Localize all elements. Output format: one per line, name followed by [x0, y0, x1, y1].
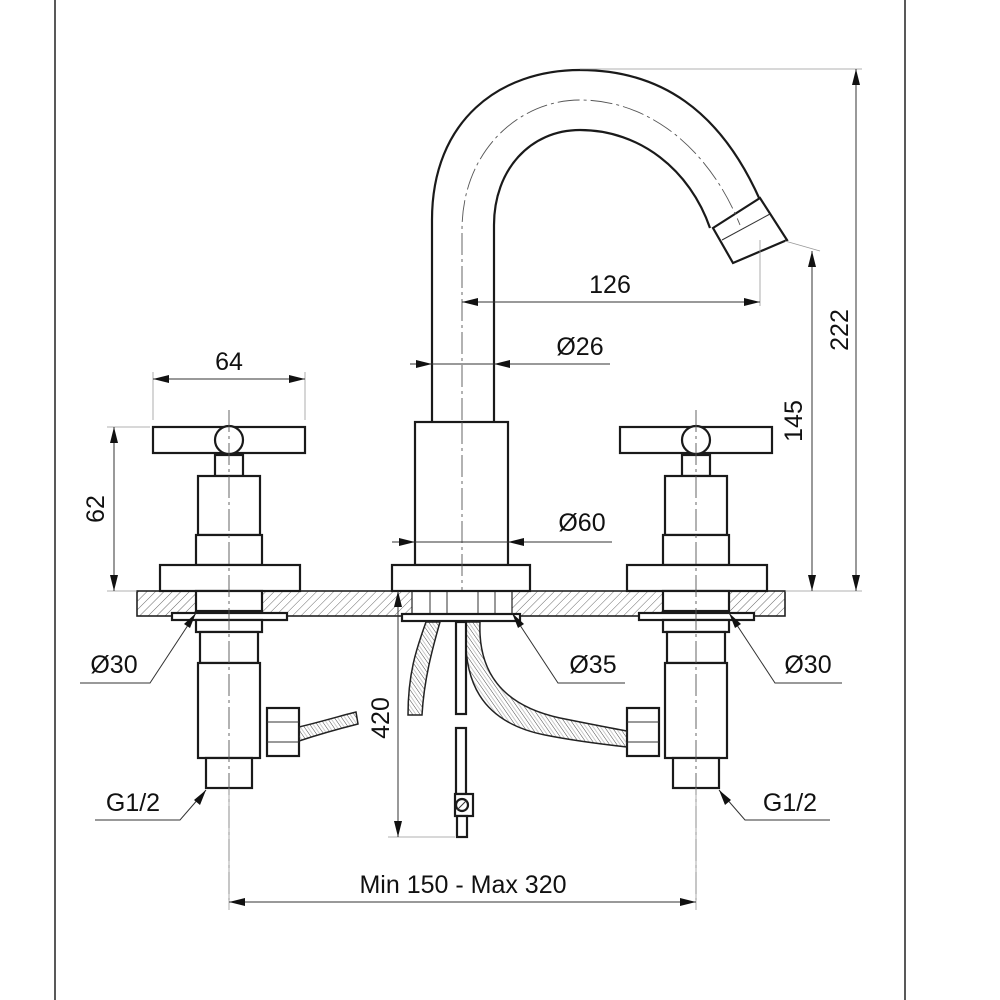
left-valve	[151, 410, 359, 900]
dim-62-label: 62	[82, 495, 110, 523]
leader-left-g12: G1/2	[95, 789, 207, 821]
dim-145: 145	[780, 251, 816, 591]
left-dia-30-label: Ø30	[90, 651, 137, 679]
dim-222: 222	[826, 69, 860, 591]
dim-dia-60-label: Ø60	[558, 509, 605, 537]
dim-126: 126	[462, 271, 760, 306]
central-body	[390, 420, 532, 593]
left-g12-label: G1/2	[106, 789, 160, 817]
dim-dia-26-label: Ø26	[556, 333, 603, 361]
dim-64: 64	[153, 348, 305, 383]
dim-64-label: 64	[215, 348, 243, 376]
leader-right-dia-30: Ø30	[728, 612, 842, 684]
dim-62: 62	[82, 427, 118, 591]
dim-420: 420	[367, 591, 402, 837]
dia-35-label: Ø35	[569, 651, 616, 679]
leader-left-dia-30: Ø30	[80, 612, 197, 684]
dim-dia-26: Ø26	[410, 333, 610, 368]
frame	[54, 0, 906, 1000]
spout	[430, 68, 789, 422]
center-underside	[400, 612, 628, 839]
right-dia-30-label: Ø30	[784, 651, 831, 679]
dim-222-label: 222	[826, 309, 854, 351]
dim-126-label: 126	[589, 271, 631, 299]
right-g12-label: G1/2	[763, 789, 817, 817]
leader-right-g12: G1/2	[718, 789, 830, 821]
dim-spread-label: Min 150 - Max 320	[359, 871, 566, 899]
dim-145-label: 145	[780, 400, 808, 442]
leader-dia-35: Ø35	[511, 612, 625, 684]
dim-420-label: 420	[367, 697, 395, 739]
right-valve	[618, 410, 774, 900]
dim-dia-60: Ø60	[392, 509, 612, 546]
dim-spread: Min 150 - Max 320	[229, 871, 696, 906]
